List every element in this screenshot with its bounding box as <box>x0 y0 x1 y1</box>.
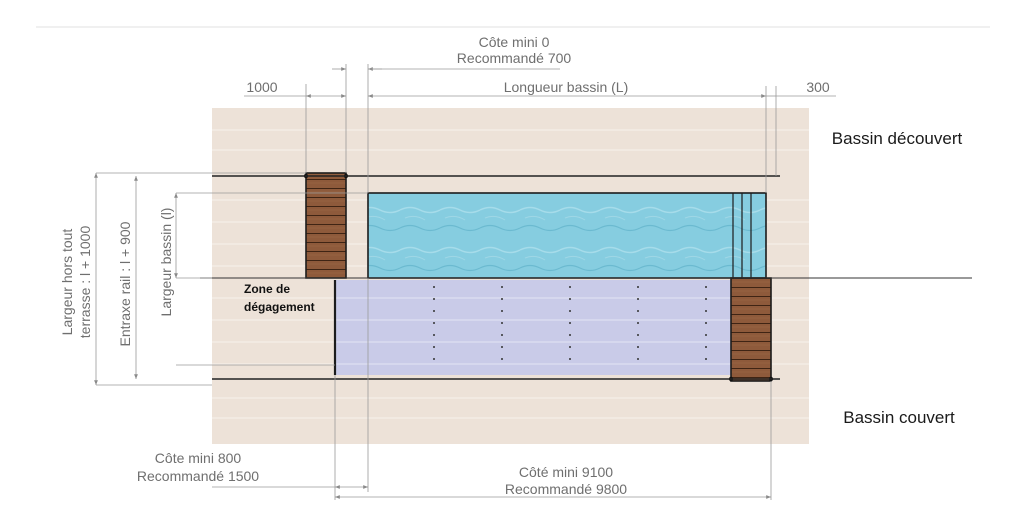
cover-planks <box>335 297 731 365</box>
longueur-bassin-label: Longueur bassin (L) <box>504 79 629 95</box>
left-wood-deck <box>305 172 347 279</box>
recommande-left-label: Recommandé 1500 <box>137 468 259 484</box>
pool-steps <box>732 193 752 278</box>
vertical-label-1a: Largeur hors tout <box>59 229 75 336</box>
pool-cover <box>335 280 731 375</box>
bassin-decouvert-label: Bassin découvert <box>832 129 963 148</box>
vertical-label-3: Largeur bassin (l) <box>158 208 174 317</box>
vertical-label-2: Entraxe rail : l + 900 <box>117 221 133 346</box>
dimension-lines <box>94 64 836 500</box>
cote-mini-top-label: Côte mini 0 <box>479 34 550 50</box>
vertical-label-1b: terrasse : l + 1000 <box>77 226 93 339</box>
bassin-couvert-label: Bassin couvert <box>843 408 955 427</box>
pool-water <box>367 192 767 279</box>
dim-left-label: 1000 <box>246 79 277 95</box>
dim-right-label: 300 <box>806 79 830 95</box>
zone-label-line1: Zone de <box>244 282 290 296</box>
cover-dots <box>433 286 707 360</box>
right-wood-deck <box>730 277 772 382</box>
recommande-top-label: Recommandé 700 <box>457 50 572 66</box>
recommande-bottom-label: Recommandé 9800 <box>505 481 627 497</box>
cote-mini-left-label: Côte mini 800 <box>155 450 242 466</box>
zone-label-line2: dégagement <box>244 300 315 314</box>
cote-mini-bottom-label: Côté mini 9100 <box>519 464 613 480</box>
